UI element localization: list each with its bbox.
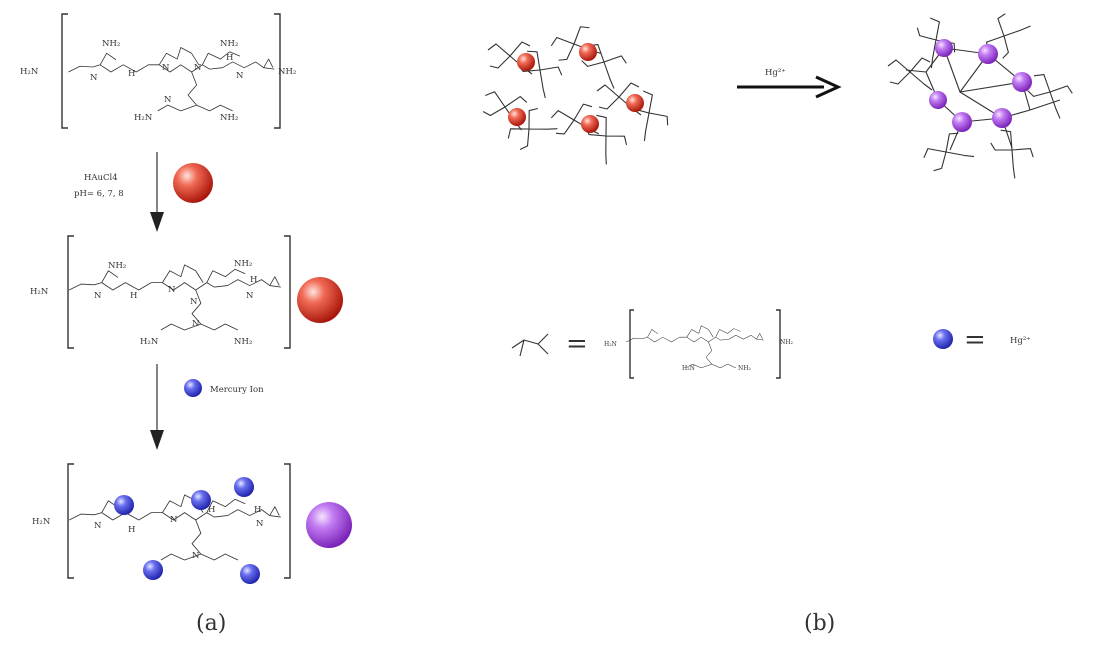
pei-structure-top: H₂N N H NH₂ N N NH₂ H N N H₂N NH₂ NH₂	[20, 13, 296, 129]
bracket-right	[284, 235, 291, 349]
atom-nh: H	[226, 53, 233, 63]
mercury-ion-icon	[933, 329, 953, 349]
atom-nh2: NH₂	[234, 259, 252, 269]
pei-backbone	[626, 325, 764, 369]
atom-nh: H	[130, 291, 137, 301]
gold-nanoparticle-icon	[173, 163, 213, 203]
atom-nh: H	[128, 525, 135, 535]
atom-nh2: NH₂	[102, 39, 120, 49]
atom-h2n: H₂N	[140, 337, 159, 347]
atom-nh2: NH₂	[108, 261, 126, 271]
bracket-left	[629, 309, 634, 379]
equals-sign: =	[964, 325, 986, 355]
aggregated-nanoparticle	[306, 502, 352, 548]
legend-label: Hg²⁺	[1010, 336, 1031, 346]
gold-nanoparticle	[581, 115, 599, 133]
aggregated-nanoparticle	[1012, 72, 1032, 92]
aggregation-arrow	[737, 75, 842, 99]
atom-h2n: H₂N	[604, 341, 617, 348]
atom-n: N	[194, 63, 202, 73]
aggregated-cluster	[887, 9, 1077, 180]
atom-n: N	[192, 319, 200, 329]
bracket-right	[284, 463, 291, 579]
gold-nanoparticle	[626, 94, 644, 112]
aggregated-nanoparticle	[978, 44, 998, 64]
mercury-ion	[240, 564, 260, 584]
atom-n: N	[168, 285, 176, 295]
bracket-right	[776, 309, 781, 379]
atom-n: N	[256, 519, 264, 529]
atom-h2n: H₂N	[682, 365, 695, 372]
mercury-legend: = Hg²⁺	[933, 325, 1031, 355]
bracket-left	[61, 13, 68, 129]
gold-nanoparticle	[297, 277, 343, 323]
reaction-arrow-2	[150, 364, 164, 450]
aggregated-nanoparticle	[929, 91, 947, 109]
bracket-right	[274, 13, 281, 129]
atom-terminal-nh2: NH₂	[780, 339, 793, 346]
pei-backbone	[68, 47, 275, 112]
atom-n: N	[246, 291, 254, 301]
mercury-ion-label: Mercury Ion	[210, 385, 264, 395]
atom-nh: H	[254, 505, 261, 515]
atom-n: N	[94, 291, 102, 301]
aggregated-nanoparticle	[935, 39, 953, 57]
pei-structure-middle: H₂N N H NH₂ N NH₂ H N N N H₂N NH₂	[30, 235, 291, 349]
reaction-arrow-1	[150, 152, 164, 232]
atom-nh: H	[250, 275, 257, 285]
mercury-ion	[143, 560, 163, 580]
panel-a-caption: (a)	[196, 611, 226, 636]
reagent-label: HAuCl4	[84, 173, 118, 183]
aggregated-nanoparticle	[952, 112, 972, 132]
atom-n: N	[190, 297, 198, 307]
ligand-legend: = H₂N NH₂ H₂N NH₂	[511, 309, 793, 379]
gold-nanoparticle	[517, 53, 535, 71]
bracket-left	[67, 235, 74, 349]
mercury-ion-icon	[184, 379, 202, 397]
atom-n: N	[162, 63, 170, 73]
atom-n: N	[170, 515, 178, 525]
atom-n: N	[192, 551, 200, 561]
atom-nh2: NH₂	[220, 113, 238, 123]
panel-b-caption: (b)	[804, 611, 835, 636]
atom-h2n: H₂N	[32, 517, 51, 527]
mercury-ion	[191, 490, 211, 510]
atom-n: N	[90, 73, 98, 83]
atom-nh2: NH₂	[234, 337, 252, 347]
atom-terminal-nh2: NH₂	[278, 67, 296, 77]
atom-h2n: H₂N	[134, 113, 153, 123]
atom-nh: H	[128, 69, 135, 79]
atom-n: N	[236, 71, 244, 81]
mercury-ion	[114, 495, 134, 515]
gold-nanoparticle	[508, 108, 526, 126]
arrow-label: Hg²⁺	[765, 68, 786, 78]
equals-sign: =	[566, 329, 588, 359]
panel-a: H₂N N H NH₂ N N NH₂ H N N H₂N NH₂ NH₂ HA…	[20, 13, 352, 636]
atom-h2n: H₂N	[20, 67, 39, 77]
mercury-ion	[234, 477, 254, 497]
pei-structure-bottom: H₂N N H N H H N N	[32, 463, 291, 579]
aggregated-nanoparticle	[992, 108, 1012, 128]
gold-nanoparticle	[579, 43, 597, 61]
atom-nh: H	[208, 505, 215, 515]
panel-b: Hg²⁺ = H₂N NH₂	[478, 9, 1077, 636]
dispersed-nanoparticles	[478, 22, 673, 165]
atom-n: N	[164, 95, 172, 105]
atom-h2n: H₂N	[30, 287, 49, 297]
ph-label: pH= 6, 7, 8	[74, 189, 124, 199]
atom-nh2: NH₂	[220, 39, 238, 49]
atom-nh2: NH₂	[738, 365, 751, 372]
bracket-left	[67, 463, 74, 579]
atom-n: N	[94, 521, 102, 531]
